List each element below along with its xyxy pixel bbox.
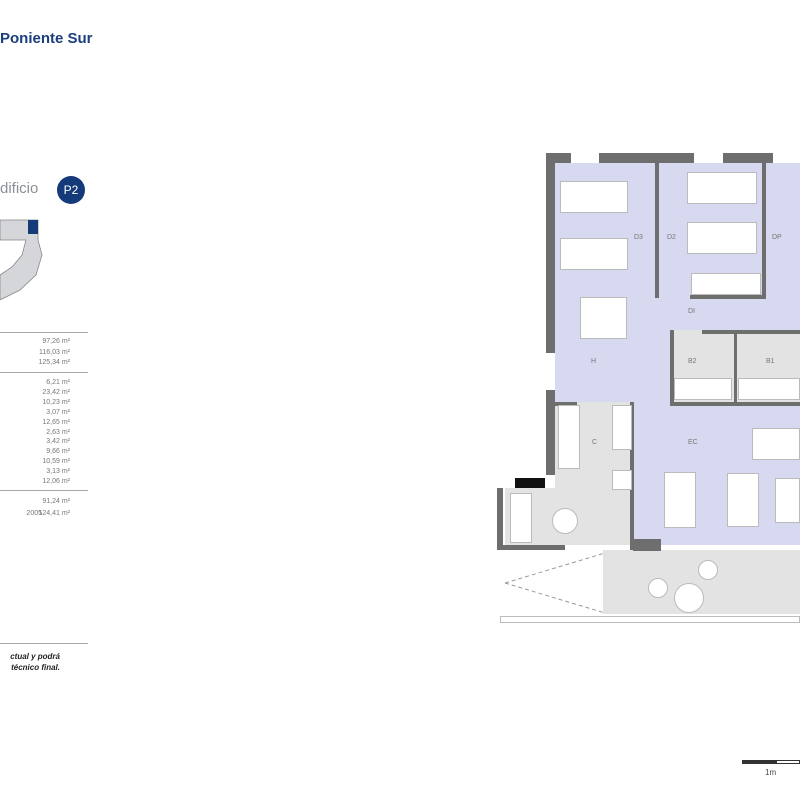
area-value: 10,23 m²: [42, 398, 70, 406]
area-value: 12,65 m²: [42, 418, 70, 426]
room-label-ec: EC: [688, 439, 698, 446]
room-label-d2: D2: [667, 234, 676, 241]
note-line: técnico final.: [11, 663, 60, 672]
room-label-c: C: [592, 439, 598, 446]
area-value: 12,06 m²: [42, 478, 70, 485]
area-value: 10,59 m²: [42, 458, 70, 466]
room-label-dp: DP: [772, 234, 782, 241]
area-value: 3,07 m²: [46, 408, 70, 416]
area-value: 2,63 m²: [46, 428, 70, 436]
area-value: 9,66 m²: [46, 448, 70, 456]
area-value: 116,03 m²: [39, 349, 70, 356]
room-label-d3: D3: [634, 234, 643, 241]
area-value: 3,42 m²: [46, 438, 70, 446]
area-prefix: 2005: [26, 510, 42, 517]
floor-badge: P2: [57, 176, 85, 204]
area-value: 23,42 m²: [42, 388, 70, 396]
note-line: ctual y podrá: [10, 652, 60, 661]
area-value: 3,13 m²: [46, 468, 70, 476]
page-title: Poniente Sur: [0, 30, 93, 47]
divider: [0, 490, 88, 491]
room-label-h: H: [591, 358, 597, 365]
disclaimer-note: ctual y podrá técnico final.: [0, 651, 60, 673]
divider: [0, 332, 88, 333]
scale-bar: [742, 760, 800, 764]
divider: [0, 643, 88, 644]
room-label-b2: B2: [688, 358, 697, 365]
area-value: 6,21 m²: [46, 379, 70, 386]
scale-label: 1m: [765, 768, 777, 777]
area-value: 97,26 m²: [42, 338, 70, 345]
area-value: 125,34 m²: [38, 359, 70, 366]
room-label-di: DI: [688, 308, 695, 315]
area-value: 124,41 m²: [38, 510, 70, 517]
building-key-plan: [0, 219, 43, 300]
room-label-b1: B1: [766, 358, 775, 365]
area-value: 91,24 m²: [42, 498, 70, 505]
divider: [0, 372, 88, 373]
building-label: dificio: [0, 180, 39, 197]
